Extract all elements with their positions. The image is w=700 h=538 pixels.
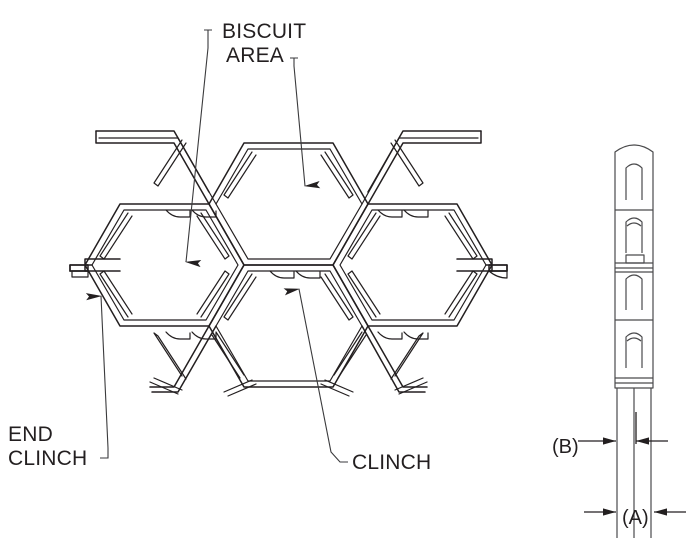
leader-biscuit-left (186, 29, 212, 262)
annotation-biscuit-area: BISCUIT AREA (186, 20, 306, 262)
biscuit-area-label-line1: BISCUIT (222, 20, 306, 43)
clinch-joints (71, 209, 508, 340)
annotation-end-clinch: END CLINCH (8, 293, 109, 470)
profile-pockets (625, 163, 643, 368)
biscuit-area-label-line2: AREA (226, 44, 284, 67)
clinch-joint (377, 331, 429, 340)
profile-pocket-4 (625, 332, 643, 368)
profile-pocket-3 (625, 274, 643, 310)
dimension-a-label: (A) (622, 507, 649, 529)
end-clinch-label-line2: CLINCH (8, 447, 87, 470)
end-clinch-pad (488, 270, 508, 279)
clinch-label: CLINCH (352, 451, 431, 474)
dimension-a: (A) (584, 507, 686, 529)
dimension-b: (B) (552, 412, 668, 458)
end-clinch-pad (71, 270, 89, 278)
leader-end-clinch (85, 293, 109, 459)
profile-pocket-2-inner (626, 222, 642, 227)
annotation-clinch: CLINCH (283, 288, 431, 474)
profile-pocket-2 (625, 217, 643, 253)
profile-pocket-4-inner (626, 337, 642, 342)
profile-pocket-1 (625, 163, 643, 200)
dimension-b-label: (B) (552, 436, 579, 458)
profile-clinch-band (625, 254, 645, 264)
edge-profile-view (614, 144, 654, 538)
clinch-joint (165, 331, 217, 340)
clinch-joint (165, 209, 217, 218)
end-clinch-label-line1: END (8, 423, 53, 446)
clinch-joint (377, 209, 429, 218)
clinch-joint (269, 270, 321, 279)
leader-clinch (283, 288, 348, 463)
profile-outer-body (614, 144, 654, 389)
leader-biscuit-right (290, 57, 305, 186)
mesh-spur-wires (99, 139, 478, 397)
plan-view (69, 130, 508, 397)
profile-segment-dividers (615, 209, 653, 384)
profile-lower-legs (616, 388, 652, 538)
